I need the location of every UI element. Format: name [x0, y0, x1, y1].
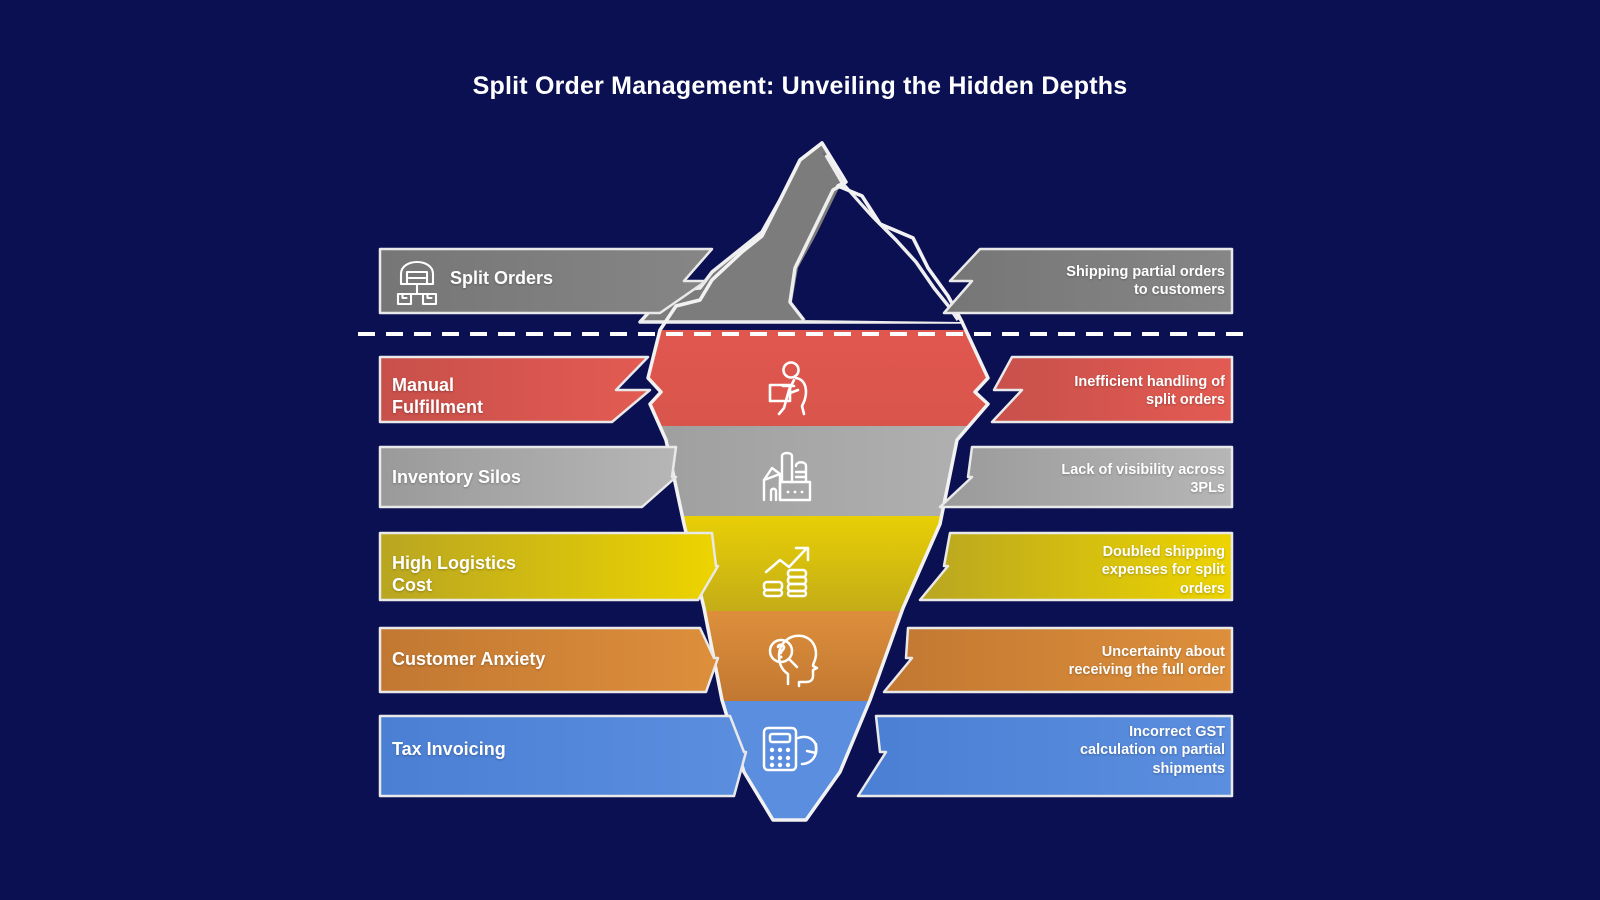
worker-carrying-box-icon [758, 356, 822, 420]
left-label-split-orders: Split Orders [450, 268, 554, 288]
warehouse-icon [392, 256, 444, 308]
growth-chart-coins-icon [758, 536, 822, 600]
right-label-split-orders: Shipping partial orders to customers [1066, 264, 1225, 299]
calculator-refresh-icon [758, 716, 822, 780]
right-label-inventory-silos: Lack of visibility across 3PLs [1061, 462, 1225, 497]
left-label-high-logistics-cost: High Logistics Cost [392, 553, 517, 596]
left-label-manual-fulfillment: Manual Fulfillment [392, 375, 483, 418]
head-question-icon [758, 626, 822, 690]
warehouse-facility-icon [758, 446, 822, 510]
left-label-tax-invoicing: Tax Invoicing [392, 739, 506, 759]
left-label-inventory-silos: Inventory Silos [392, 467, 522, 487]
left-label-customer-anxiety: Customer Anxiety [392, 649, 546, 669]
right-label-manual-fulfillment: Inefficient handling of split orders [1074, 374, 1225, 409]
right-label-tax-invoicing: Incorrect GST calculation on partial shi… [1079, 724, 1225, 777]
right-label-customer-anxiety: Uncertainty about receiving the full ord… [1068, 644, 1225, 679]
right-label-high-logistics-cost: Doubled shipping expenses for split orde… [1101, 544, 1225, 597]
page-title: Split Order Management: Unveiling the Hi… [472, 72, 1128, 100]
